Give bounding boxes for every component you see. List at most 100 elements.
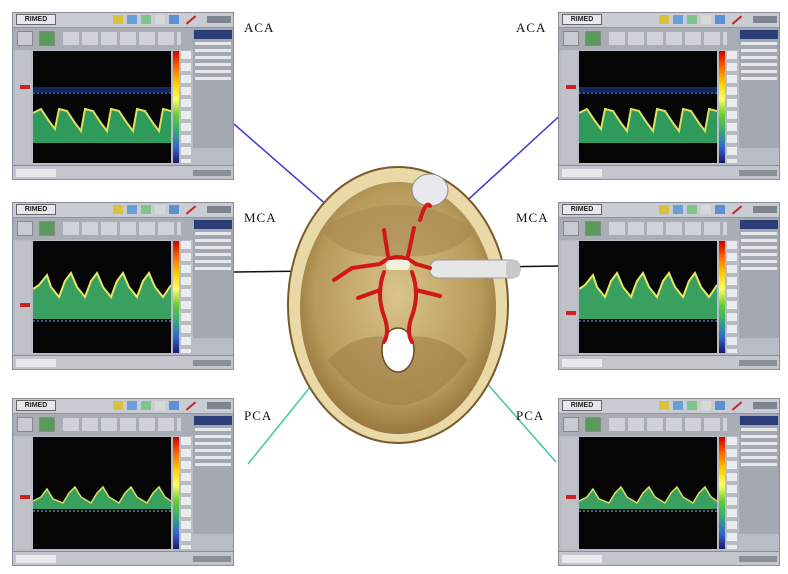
spectrum-waveform — [33, 271, 171, 322]
clock-display — [207, 16, 231, 23]
probe-icon[interactable] — [729, 401, 743, 410]
panel-tabbar — [13, 28, 233, 50]
measurement-panel — [193, 414, 233, 534]
doppler-panel-mca-right: RIMED — [558, 202, 780, 370]
clock-display — [207, 206, 231, 213]
toolbar-icon[interactable] — [715, 401, 725, 410]
toolbar-icon[interactable] — [659, 15, 669, 24]
panel-tab[interactable] — [585, 221, 601, 236]
toolbar-icon[interactable] — [701, 205, 711, 214]
panel-tab-row[interactable] — [63, 222, 181, 235]
toolbar-icon[interactable] — [141, 401, 151, 410]
spectrum-waveform — [33, 485, 171, 512]
panel-tab-row[interactable] — [609, 418, 727, 431]
toolbar-icon[interactable] — [113, 205, 123, 214]
gain-scale — [181, 51, 191, 163]
toolbar-icon[interactable] — [701, 401, 711, 410]
panel-tab[interactable] — [39, 31, 55, 46]
panel-tab[interactable] — [563, 417, 579, 432]
power-colorbar — [173, 437, 179, 549]
rimed-logo: RIMED — [16, 14, 56, 25]
label-pca-left: PCA — [244, 408, 273, 423]
spectrum-waveform — [579, 87, 717, 143]
toolbar-icon[interactable] — [715, 205, 725, 214]
gain-scale — [727, 51, 737, 163]
rimed-logo: RIMED — [16, 400, 56, 411]
panel-tab[interactable] — [585, 417, 601, 432]
toolbar-icon[interactable] — [673, 205, 683, 214]
toolbar-icon[interactable] — [659, 205, 669, 214]
probe-icon[interactable] — [729, 15, 743, 24]
toolbar-icon[interactable] — [659, 401, 669, 410]
toolbar-icon[interactable] — [169, 15, 179, 24]
toolbar-icon[interactable] — [127, 205, 137, 214]
toolbar-icon[interactable] — [127, 401, 137, 410]
panel-tab-row[interactable] — [63, 418, 181, 431]
gain-scale — [727, 437, 737, 549]
toolbar-icon[interactable] — [169, 401, 179, 410]
panel-tab[interactable] — [17, 417, 33, 432]
toolbar-icon[interactable] — [155, 205, 165, 214]
toolbar-icon[interactable] — [673, 15, 683, 24]
panel-tab-row[interactable] — [609, 32, 727, 45]
panel-tab-row[interactable] — [609, 222, 727, 235]
probe-icon[interactable] — [729, 205, 743, 214]
toolbar-icon[interactable] — [169, 205, 179, 214]
power-colorbar — [719, 241, 725, 353]
panel-tabbar — [559, 28, 779, 50]
panel-statusbar — [13, 355, 233, 369]
gain-scale — [181, 437, 191, 549]
toolbar-icon[interactable] — [113, 15, 123, 24]
measurement-panel — [193, 28, 233, 148]
rimed-logo: RIMED — [562, 400, 602, 411]
transducer-probe — [429, 259, 521, 279]
toolbar-icon[interactable] — [687, 401, 697, 410]
doppler-spectrum — [33, 241, 171, 353]
toolbar-icon[interactable] — [155, 15, 165, 24]
panel-tab[interactable] — [563, 31, 579, 46]
panel-tab[interactable] — [39, 417, 55, 432]
toolbar-icon[interactable] — [113, 401, 123, 410]
doppler-panel-aca-right: RIMED — [558, 12, 780, 180]
measurement-panel — [193, 218, 233, 338]
toolbar-icon[interactable] — [715, 15, 725, 24]
doppler-spectrum — [33, 51, 171, 163]
panel-tab-row[interactable] — [63, 32, 181, 45]
panel-statusbar — [559, 551, 779, 565]
toolbar-icon[interactable] — [673, 401, 683, 410]
power-colorbar — [719, 51, 725, 163]
probe-icon[interactable] — [183, 205, 197, 214]
label-aca-right: ACA — [516, 20, 547, 35]
toolbar-icon[interactable] — [701, 15, 711, 24]
probe-icon[interactable] — [183, 401, 197, 410]
doppler-panel-mca-left: RIMED — [12, 202, 234, 370]
power-colorbar — [719, 437, 725, 549]
panel-tab[interactable] — [39, 221, 55, 236]
anterior-fossa — [320, 205, 476, 257]
clock-display — [753, 16, 777, 23]
panel-tab[interactable] — [563, 221, 579, 236]
label-mca-right: MCA — [516, 210, 549, 225]
panel-tab[interactable] — [17, 221, 33, 236]
panel-tab[interactable] — [585, 31, 601, 46]
toolbar-icon[interactable] — [141, 15, 151, 24]
panel-toolbar: RIMED — [559, 13, 779, 28]
panel-toolbar: RIMED — [13, 13, 233, 28]
spectrum-waveform — [579, 485, 717, 512]
velocity-scale — [561, 51, 577, 163]
toolbar-icon[interactable] — [127, 15, 137, 24]
toolbar-icon[interactable] — [155, 401, 165, 410]
toolbar-icon[interactable] — [687, 205, 697, 214]
doppler-panel-aca-left: RIMED — [12, 12, 234, 180]
panel-tab[interactable] — [17, 31, 33, 46]
panel-statusbar — [13, 165, 233, 179]
toolbar-icon[interactable] — [687, 15, 697, 24]
panel-toolbar: RIMED — [13, 399, 233, 414]
chiasm-marker — [386, 260, 410, 270]
panel-tabbar — [13, 218, 233, 240]
panel-statusbar — [559, 355, 779, 369]
measurement-panel — [739, 218, 779, 338]
probe-icon[interactable] — [183, 15, 197, 24]
toolbar-icon[interactable] — [141, 205, 151, 214]
velocity-scale — [15, 51, 31, 163]
